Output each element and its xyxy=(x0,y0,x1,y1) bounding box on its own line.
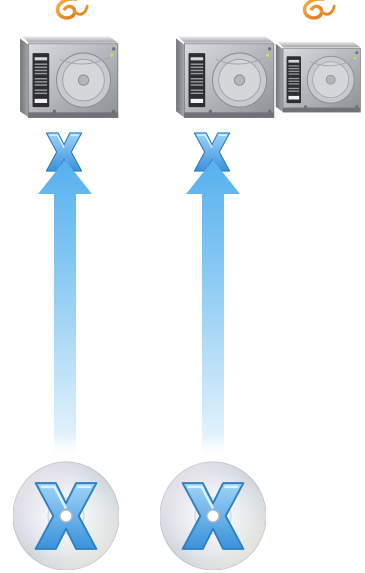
optical-disc-icon xyxy=(160,452,266,570)
hard-drive-icon xyxy=(174,34,278,120)
optical-disc-icon xyxy=(13,452,119,570)
up-arrow-icon xyxy=(186,160,240,460)
hard-drive-icon xyxy=(274,34,364,120)
orange-swirl-icon xyxy=(287,0,345,28)
up-arrow-icon xyxy=(38,160,92,460)
hard-drive-icon xyxy=(18,34,122,120)
orange-swirl-icon xyxy=(40,0,98,28)
